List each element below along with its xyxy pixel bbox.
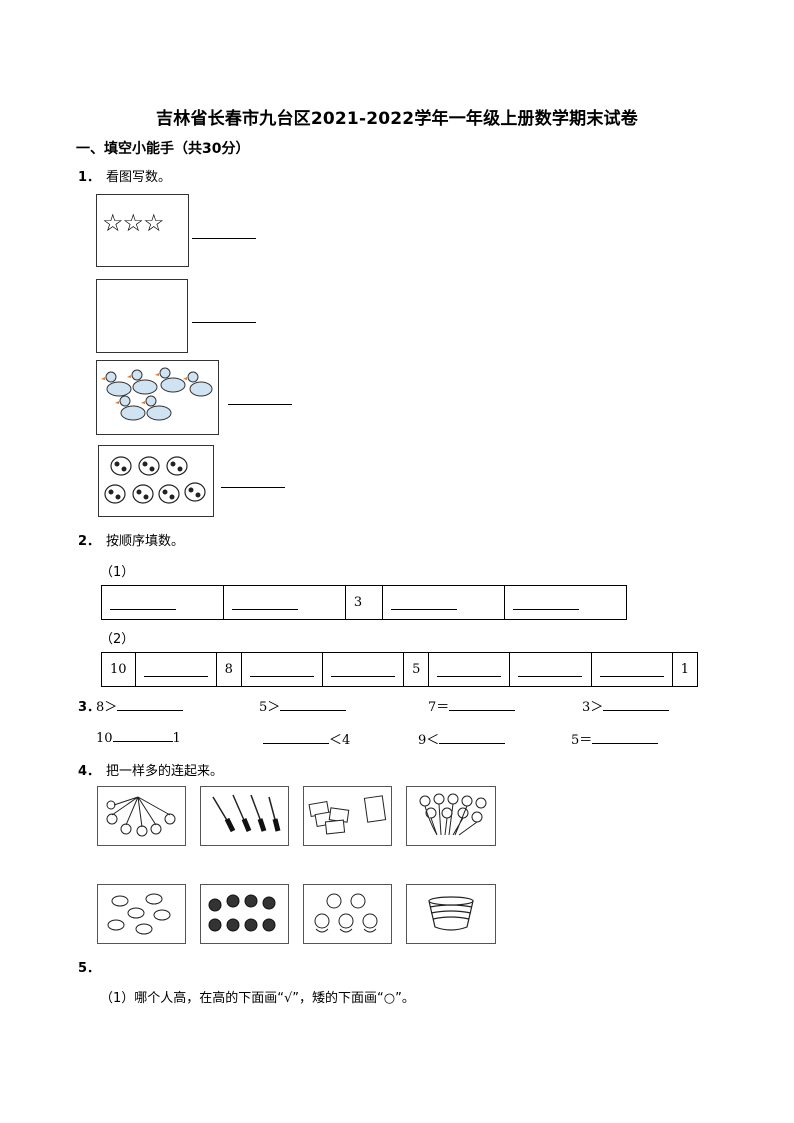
- ducks-icon: [101, 367, 213, 421]
- question-5-part-1: （1）哪个人高，在高的下面画“√”，矮的下面画“○”。: [100, 991, 415, 1006]
- compare-item: ＜4: [263, 729, 350, 748]
- question-text: 看图写数。: [106, 170, 172, 185]
- compare-item: 5＝: [571, 729, 659, 748]
- compare-prefix: 5＞: [259, 700, 281, 715]
- cherries-picture[interactable]: [97, 786, 186, 846]
- bowl-icon: [428, 896, 474, 931]
- compare-prefix: 8＞: [96, 700, 118, 715]
- star-icons: ☆☆☆: [102, 209, 165, 237]
- sequence-cell[interactable]: [222, 585, 346, 620]
- sequence-cell: 5: [403, 652, 430, 687]
- question-text: 按顺序填数。: [106, 534, 185, 549]
- peach-icon: [314, 893, 378, 933]
- sequence-cell[interactable]: [382, 585, 506, 620]
- question-5: 5．: [78, 957, 106, 976]
- sequence-cell[interactable]: [504, 585, 627, 620]
- strawberry-icon: [208, 894, 276, 932]
- card-icon: [308, 795, 387, 835]
- sequence-cell: 8: [215, 652, 242, 687]
- balloons-picture[interactable]: [406, 786, 496, 846]
- sequence-cell[interactable]: [240, 652, 324, 687]
- sequence-cell[interactable]: [101, 585, 224, 620]
- sequence-cell: 1: [671, 652, 699, 687]
- balloon-icon: [419, 793, 487, 836]
- compare-blank[interactable]: [449, 698, 516, 711]
- section-heading: 一、填空小能手（共30分）: [76, 141, 250, 157]
- ladybugs-picture: [98, 445, 214, 517]
- question-number: 1．: [78, 170, 101, 185]
- flowers-picture[interactable]: [97, 884, 186, 944]
- compare-prefix: 9＜: [418, 733, 440, 748]
- compare-prefix: 3＞: [582, 700, 604, 715]
- empty-box: [96, 279, 188, 353]
- sequence-cell[interactable]: [590, 652, 673, 687]
- question-number: 4．: [78, 764, 101, 779]
- compare-prefix: 7＝: [428, 700, 450, 715]
- answer-blank-ducks[interactable]: [228, 404, 292, 405]
- part-label-1: （1）: [100, 565, 135, 580]
- question-text: 把一样多的连起来。: [106, 764, 224, 779]
- compare-suffix: ＜4: [329, 733, 351, 748]
- sequence-cell: 3: [344, 585, 384, 620]
- answer-blank-stars[interactable]: [192, 238, 256, 239]
- compare-blank[interactable]: [263, 731, 329, 744]
- compare-item: 8＞: [96, 696, 184, 715]
- sequence-cell: 10: [101, 652, 136, 687]
- compare-blank[interactable]: [603, 698, 670, 711]
- sequence-cell[interactable]: [322, 652, 405, 687]
- sequence-table-1: 3: [101, 585, 627, 620]
- compare-item: 5＞: [259, 696, 347, 715]
- compare-blank[interactable]: [592, 731, 659, 744]
- compare-blank[interactable]: [439, 731, 506, 744]
- strawberries-picture[interactable]: [200, 884, 289, 944]
- answer-blank-ladybugs[interactable]: [221, 487, 285, 488]
- question-number: 2．: [78, 534, 101, 549]
- knife-icon: [212, 794, 281, 833]
- sequence-cell[interactable]: [428, 652, 511, 687]
- question-2: 2． 按顺序填数。: [78, 530, 184, 549]
- compare-blank[interactable]: [117, 698, 184, 711]
- peaches-picture[interactable]: [303, 884, 392, 944]
- question-1: 1． 看图写数。: [78, 166, 171, 185]
- sequence-table-2: 10 8 5 1: [101, 652, 699, 687]
- part-label-2: （2）: [100, 632, 135, 647]
- compare-blank[interactable]: [280, 698, 347, 711]
- ladybug-icon: [104, 456, 206, 504]
- compare-item: 10 1: [96, 729, 181, 746]
- compare-item: 7＝: [428, 696, 516, 715]
- question-number: 5．: [78, 961, 101, 976]
- compare-blank[interactable]: [112, 729, 173, 742]
- sequence-cell[interactable]: [509, 652, 592, 687]
- question-4: 4． 把一样多的连起来。: [78, 760, 223, 779]
- answer-blank-empty[interactable]: [192, 322, 256, 323]
- cherries-icon: [106, 796, 176, 837]
- ducks-picture: [96, 360, 219, 435]
- bowls-picture[interactable]: [406, 884, 496, 944]
- stars-box: ☆☆☆: [96, 194, 189, 267]
- compare-item: 3＞: [582, 696, 670, 715]
- sequence-cell[interactable]: [134, 652, 217, 687]
- cards-picture[interactable]: [303, 786, 392, 846]
- page-title: 吉林省长春市九台区2021-2022学年一年级上册数学期末试卷: [156, 109, 638, 129]
- question-number: 3．: [78, 700, 101, 715]
- compare-prefix: 5＝: [571, 733, 593, 748]
- compare-prefix: 10: [96, 731, 113, 746]
- question-3: 3．: [78, 696, 106, 715]
- flower-icon: [107, 893, 171, 935]
- knives-picture[interactable]: [200, 786, 289, 846]
- compare-suffix: 1: [172, 731, 181, 746]
- compare-item: 9＜: [418, 729, 506, 748]
